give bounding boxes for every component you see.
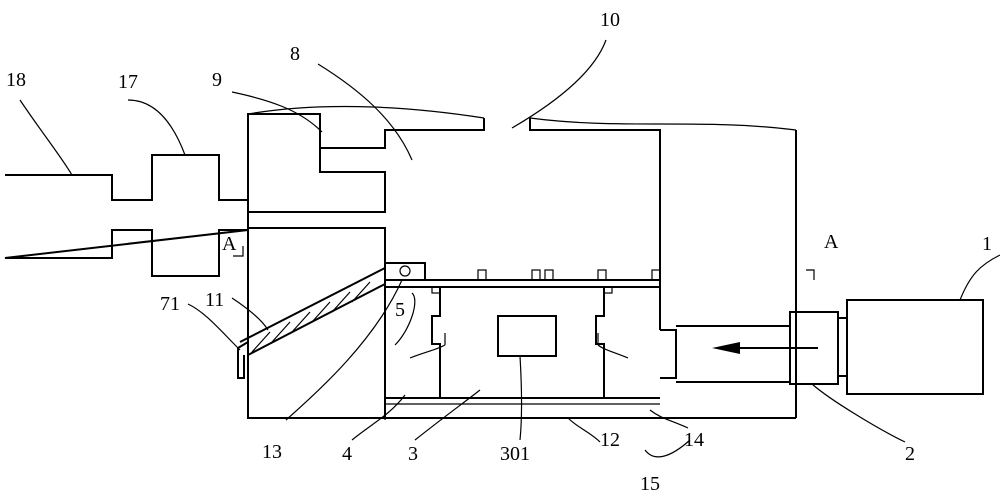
label-12: 12: [600, 429, 620, 451]
label-A-right: A: [824, 231, 839, 253]
label-9: 9: [212, 69, 222, 91]
label-13: 13: [262, 441, 282, 463]
flow-arrow-left: [409, 344, 446, 359]
lower-chamber-outline: [247, 227, 386, 419]
motor-1: [846, 299, 984, 395]
support-left: [431, 287, 441, 398]
label-18: 18: [6, 69, 26, 91]
valve-knob: [399, 265, 411, 277]
break-line: [247, 105, 797, 131]
fan-2: [789, 311, 839, 385]
label-2: 2: [905, 443, 915, 465]
label-8: 8: [290, 43, 300, 65]
label-1: 1: [982, 233, 992, 255]
support-right: [595, 287, 605, 398]
valve-block: [384, 262, 426, 281]
label-17: 17: [118, 71, 138, 93]
label-4: 4: [342, 443, 352, 465]
inlet-pipe: [660, 329, 677, 379]
section-mark-right: [806, 269, 815, 280]
incline-feed-11: [239, 267, 386, 356]
upper-chamber-outline: [247, 113, 386, 228]
inlet-duct: [676, 325, 790, 383]
unit-18-outline: [4, 154, 249, 277]
label-3: 3: [408, 443, 418, 465]
section-mark-left: [233, 246, 244, 257]
label-5: 5: [395, 299, 405, 321]
label-71: 71: [160, 293, 180, 315]
flow-arrow-right: [597, 344, 629, 359]
label-A-left: A: [222, 233, 237, 255]
rail-tabs: [431, 269, 661, 294]
leader-lines: [19, 39, 1000, 458]
label-301: 301: [500, 443, 530, 465]
component-301: [497, 315, 557, 357]
label-10: 10: [600, 9, 620, 31]
drain-71: [237, 341, 249, 379]
baffle-9: [319, 114, 661, 330]
flow-direction-arrow-head: [712, 342, 740, 354]
incline-hatch: [251, 281, 371, 353]
label-11: 11: [205, 289, 224, 311]
label-15: 15: [640, 473, 660, 495]
label-14: 14: [684, 429, 704, 451]
